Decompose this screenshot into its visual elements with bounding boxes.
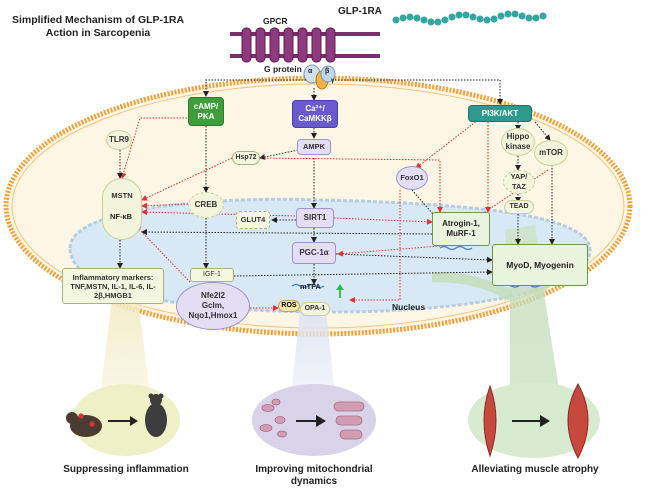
foxo1-to-atrogin <box>411 189 441 223</box>
gpcr-label: GPCR <box>263 16 288 26</box>
hsp72-node: Hsp72 <box>232 151 260 165</box>
ca-camkk-node: Ca²⁺/ CaMKKβ <box>292 100 338 128</box>
nfe2l2-label: Nfe2l2 <box>200 291 225 300</box>
healthy-mouse-icon <box>145 393 167 437</box>
pi3k-to-mtor <box>534 121 551 141</box>
inflammatory-markers-title: Inflammatory markers: <box>72 272 154 282</box>
up-arrow-mtfa <box>336 284 344 298</box>
igf1-node: IGF-1 <box>190 268 234 282</box>
ampk-to-hsp72 <box>259 149 299 160</box>
pi3k-akt-node: PI3K/AKT <box>468 105 532 122</box>
nfe2l2-targets-label: Gclm, Nqo1,Hmox1 <box>188 301 238 320</box>
mtor-node: mTOR <box>534 140 568 166</box>
atrogin-to-pgc <box>337 245 441 257</box>
glp1ra-label: GLP-1RA <box>338 6 382 17</box>
restored-muscle-icon <box>567 382 589 460</box>
glut4-node: GLUT4 <box>236 211 270 229</box>
dna-atrogin <box>439 245 473 251</box>
fused-mitochondria-icon <box>333 401 365 440</box>
inflammation-beam <box>100 300 150 395</box>
inflamed-mouse-icon <box>66 412 102 437</box>
mitochondria-beam <box>291 310 335 395</box>
atrogin-murf1-node: Atrogin-1, MuRF-1 <box>432 212 490 246</box>
sirt1-node: SIRT1 <box>296 208 334 228</box>
hsp72-to-atrogin <box>257 157 443 213</box>
yap-taz-node: YAP/ TAZ <box>503 170 535 194</box>
igf1-to-myod <box>233 269 493 277</box>
g-protein-complex <box>303 64 336 90</box>
atrophy-outcome-label: Alleviating muscle atrophy <box>471 464 599 475</box>
hippo-kinase-node: Hippo kinase <box>501 128 535 156</box>
nfe2l2-node: Nfe2l2 Gclm, Nqo1,Hmox1 <box>176 282 250 330</box>
tlr9-node: TLR9 <box>106 130 132 150</box>
mstn-nfkb-node: MSTN <box>102 178 142 240</box>
foxo1-node: FoxO1 <box>396 166 428 190</box>
inflammation-arrow <box>108 416 138 426</box>
ros-node: ROS <box>278 300 300 312</box>
atrophied-muscle-icon <box>483 384 497 458</box>
nfkb-label: NF-κB <box>110 212 133 221</box>
ampk-node: AMPK <box>297 139 331 155</box>
glp1ra-peptide <box>392 10 547 26</box>
mitochondria-arrow <box>296 415 326 427</box>
dna-mtfa <box>291 283 325 289</box>
alpha-label: α <box>308 68 313 75</box>
nfe2l2-to-nfkb <box>135 225 191 283</box>
pi3k-to-foxo1 <box>415 119 479 169</box>
inflammatory-markers-list: TNF,MSTN, IL-1, IL-6, IL-2β,HMGB1 <box>70 281 156 300</box>
pgc-to-myod <box>335 253 493 263</box>
atrophy-beam-side <box>432 271 512 300</box>
camp-pka-node: cAMP/ PKA <box>188 97 224 126</box>
inflammatory-markers-box: Inflammatory markers: TNF,MSTN, IL-1, IL… <box>62 268 164 304</box>
myod-myogenin-node: MyoD, Myogenin <box>492 244 588 286</box>
gprotein-to-camp <box>203 79 306 97</box>
opa1-node: OPA-1 <box>300 302 330 316</box>
tead-node: TEAD <box>504 200 534 214</box>
inflammation-outcome-label: Suppressing inflammation <box>63 464 189 475</box>
gprotein-to-pi3k <box>332 79 503 105</box>
nucleus-label: Nucleus <box>392 302 426 312</box>
foxo1-to-ros <box>349 190 401 303</box>
atrogin-to-nfkb <box>141 229 433 236</box>
pgc1a-node: PGC-1α <box>292 242 336 264</box>
gamma-label: γ <box>331 78 335 84</box>
g-protein-label: G protein <box>264 64 302 74</box>
mitochondria-outcome-label: Improving mitochondrial dynamics <box>255 464 373 487</box>
beta-label: β <box>325 68 330 75</box>
mstn-label: MSTN <box>111 191 133 200</box>
fragmented-mitochondria-icon <box>259 398 287 438</box>
creb-node: CREB <box>188 192 224 218</box>
atrophy-arrow <box>512 415 550 427</box>
sirt1-to-atrogin <box>333 217 433 225</box>
gpcr-receptor <box>230 27 380 63</box>
diagram-title: Simplified Mechanism of GLP-1RA Action i… <box>11 14 185 39</box>
mtfa-label: mTFA <box>300 282 321 291</box>
